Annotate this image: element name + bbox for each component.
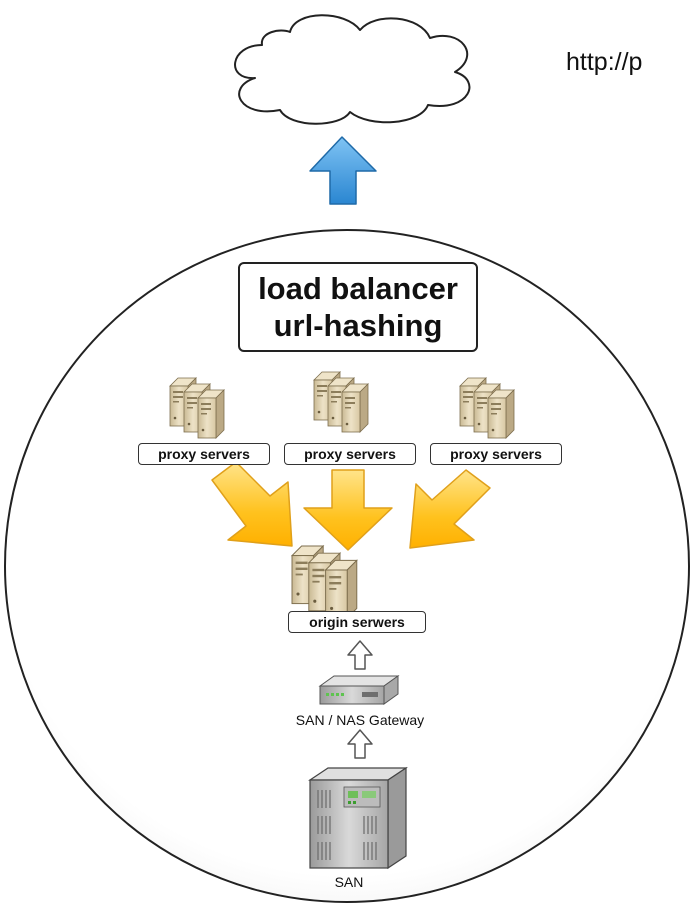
proxy-servers-label: proxy servers <box>430 443 562 465</box>
flow-arrow-right-icon <box>409 469 491 549</box>
flow-arrow-left-icon <box>211 461 293 547</box>
load-balancer-subtitle: url-hashing <box>273 308 443 343</box>
load-balancer-box: load balancer url-hashing <box>238 262 478 352</box>
storage-array-icon <box>308 766 408 870</box>
origin-servers-label: origin serwers <box>288 611 426 633</box>
flow-arrow-center-icon <box>303 469 393 551</box>
cloud-icon <box>234 14 471 125</box>
san-label: SAN <box>334 874 364 890</box>
proxy-servers-label: proxy servers <box>284 443 416 465</box>
network-device-icon <box>318 675 400 705</box>
load-balancer-title: load balancer <box>258 271 458 306</box>
proxy-servers-label: proxy servers <box>138 443 270 465</box>
gateway-label: SAN / NAS Gateway <box>295 712 425 728</box>
url-text: http://p <box>566 48 643 76</box>
upload-arrow-icon <box>309 136 377 205</box>
